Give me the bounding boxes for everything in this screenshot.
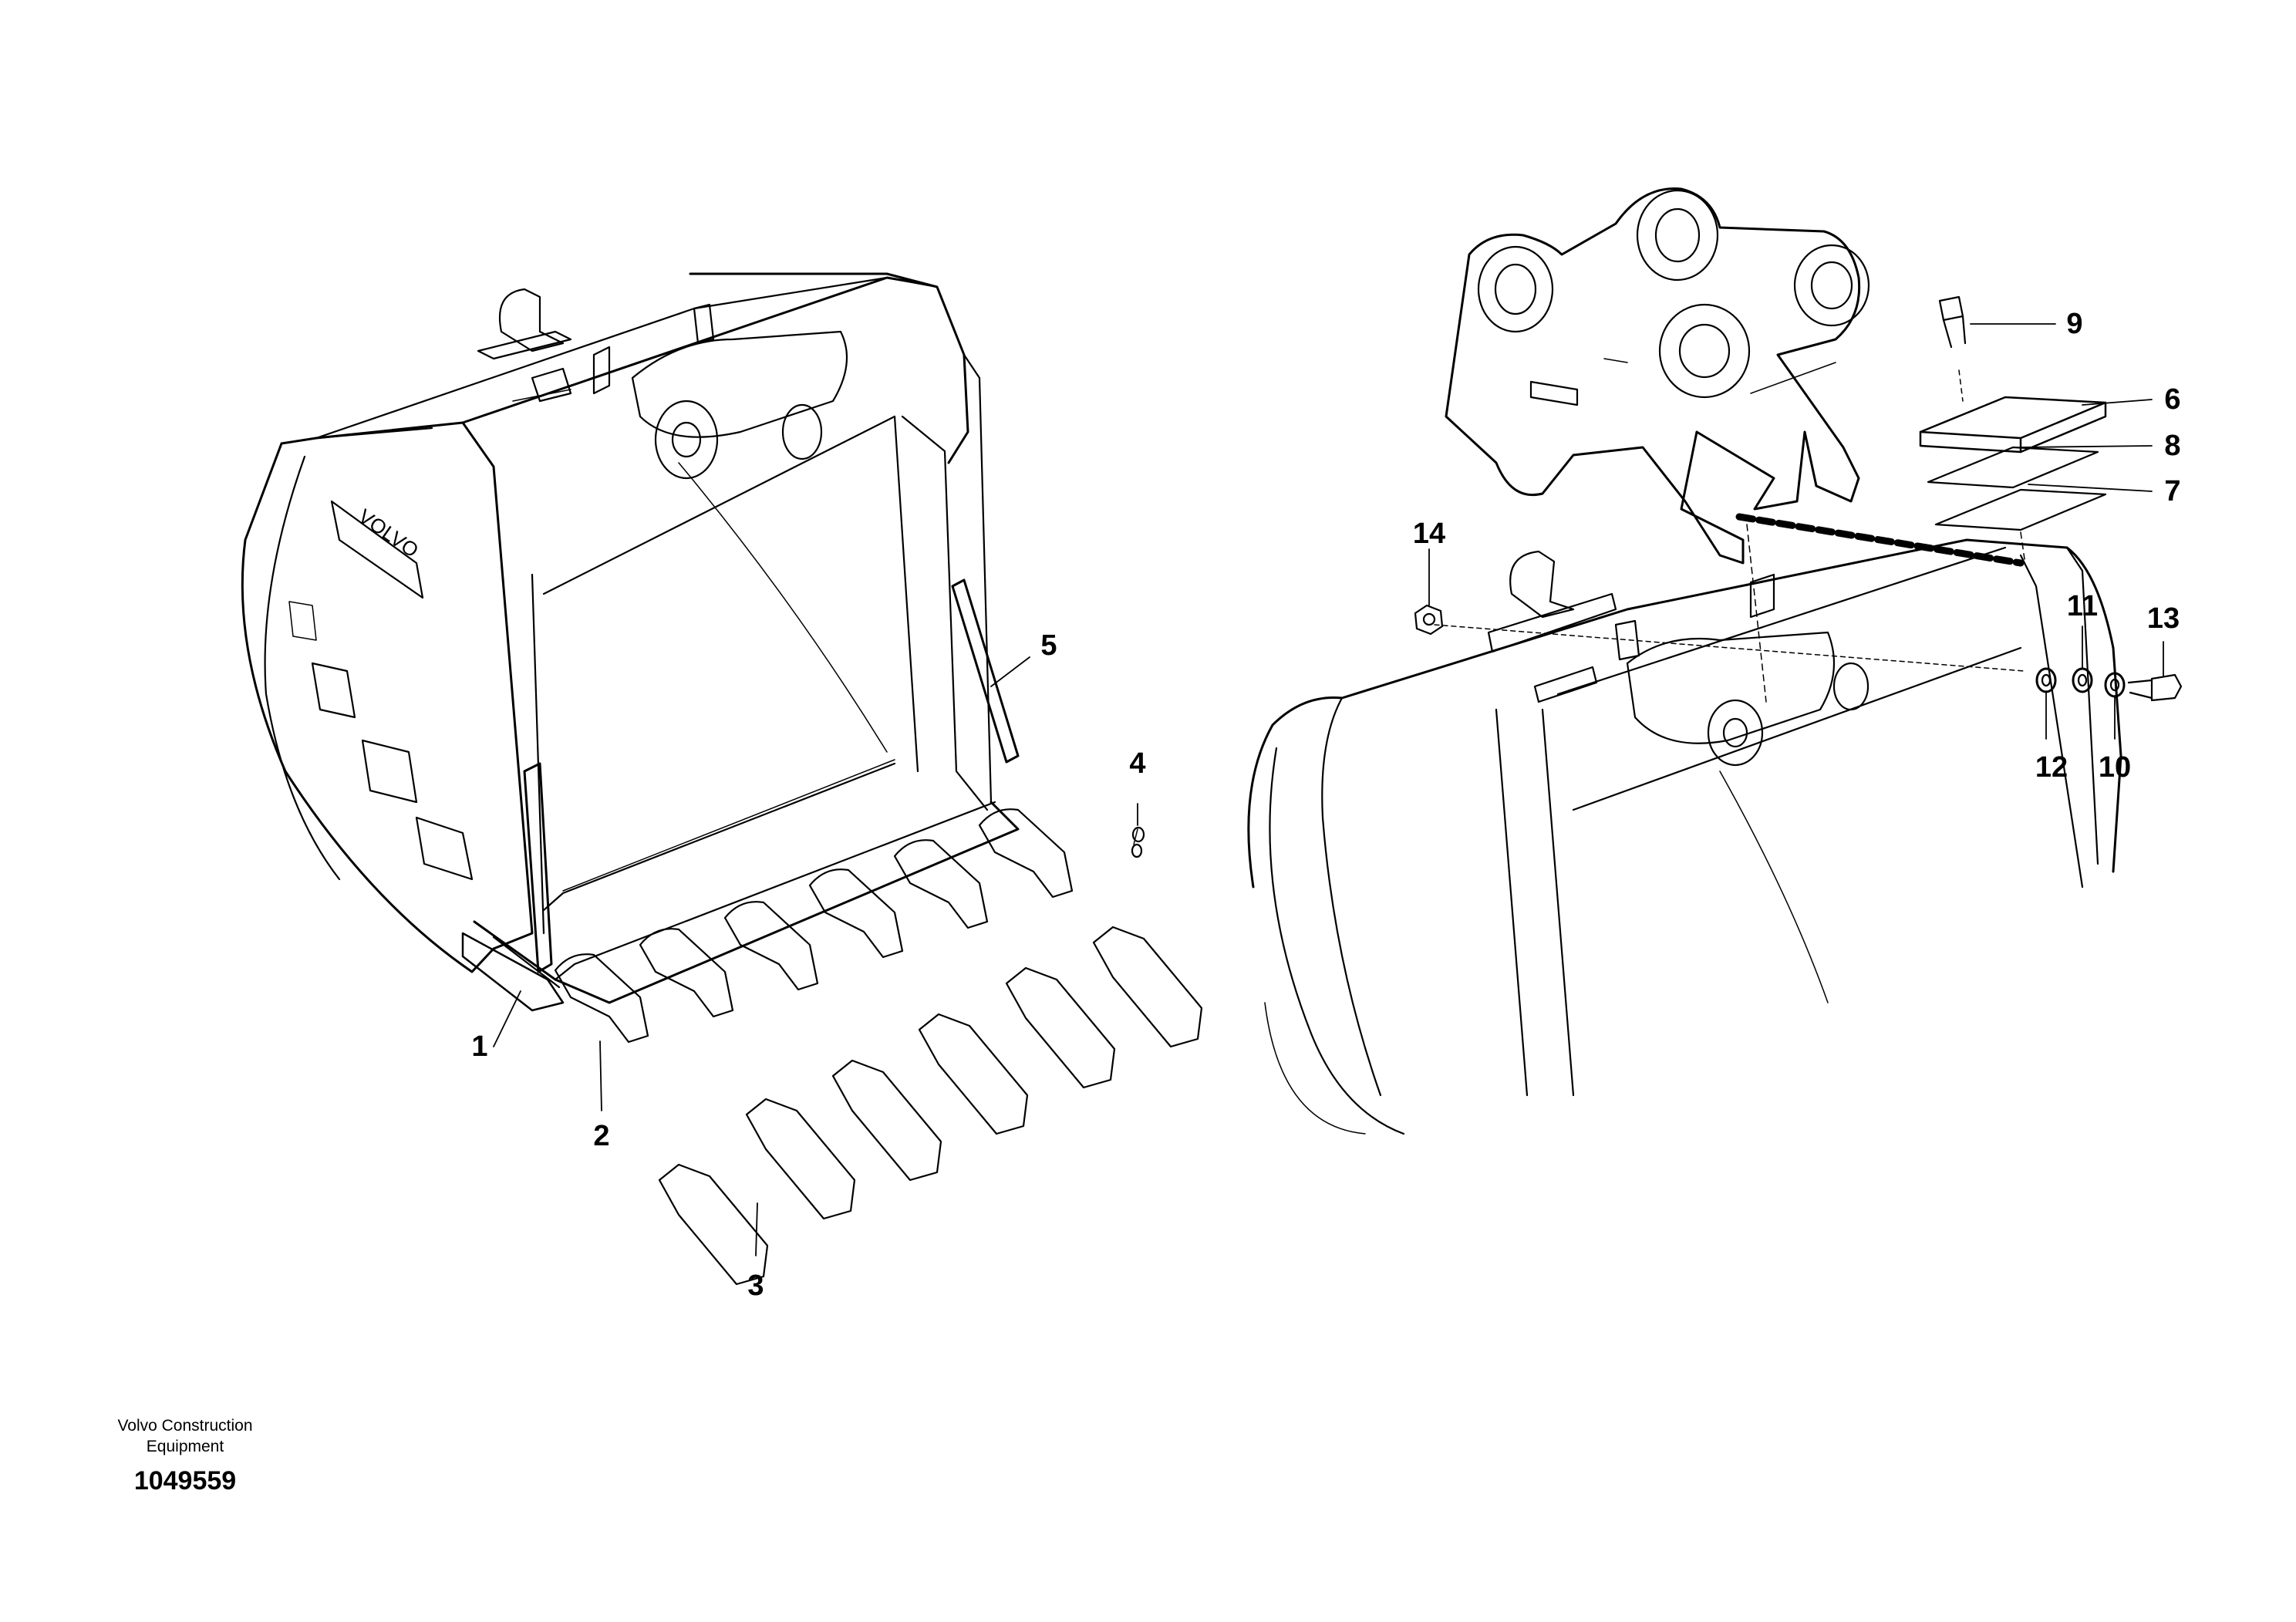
volvo-logo: VOLVO: [354, 504, 423, 562]
callout-4: 4: [1129, 747, 1146, 780]
callout-1: 1: [471, 1030, 488, 1063]
document-number: 1049559: [133, 1466, 237, 1496]
callout-8: 8: [2164, 430, 2181, 462]
alignment-lines: [1434, 513, 2025, 703]
leader-lines-right: [1428, 323, 2164, 740]
tooth-adapters: [554, 808, 1074, 1044]
leader-lines-left: [493, 656, 1138, 1256]
coupler-assembly: [1445, 187, 1870, 565]
callout-11: 11: [2066, 590, 2099, 622]
callout-7: 7: [2164, 475, 2181, 508]
callout-10: 10: [2098, 751, 2132, 784]
callout-2: 2: [593, 1120, 610, 1152]
shim-plates: [1919, 396, 2107, 531]
loose-teeth: [658, 926, 1203, 1286]
company-name-line1: Volvo Construction: [117, 1417, 253, 1435]
right-bucket: [1247, 538, 2122, 1135]
callout-12: 12: [2035, 751, 2068, 784]
company-name-line2: Equipment: [146, 1438, 224, 1455]
callout-6: 6: [2164, 383, 2181, 416]
retainer-pin: [1131, 826, 1145, 858]
callout-9: 9: [2066, 308, 2083, 340]
callout-14: 14: [1412, 518, 1446, 550]
nut-14: [1414, 604, 1444, 636]
drawing-footer: Volvo Construction Equipment 1049559: [85, 1415, 285, 1496]
washers-and-bolt: [2035, 667, 2183, 702]
callout-13: 13: [2146, 602, 2180, 635]
callout-3: 3: [747, 1270, 764, 1302]
bolt-9: [1938, 295, 1967, 402]
callout-5: 5: [1040, 629, 1057, 662]
bucket-assembly: VOLVO: [241, 272, 1074, 1044]
